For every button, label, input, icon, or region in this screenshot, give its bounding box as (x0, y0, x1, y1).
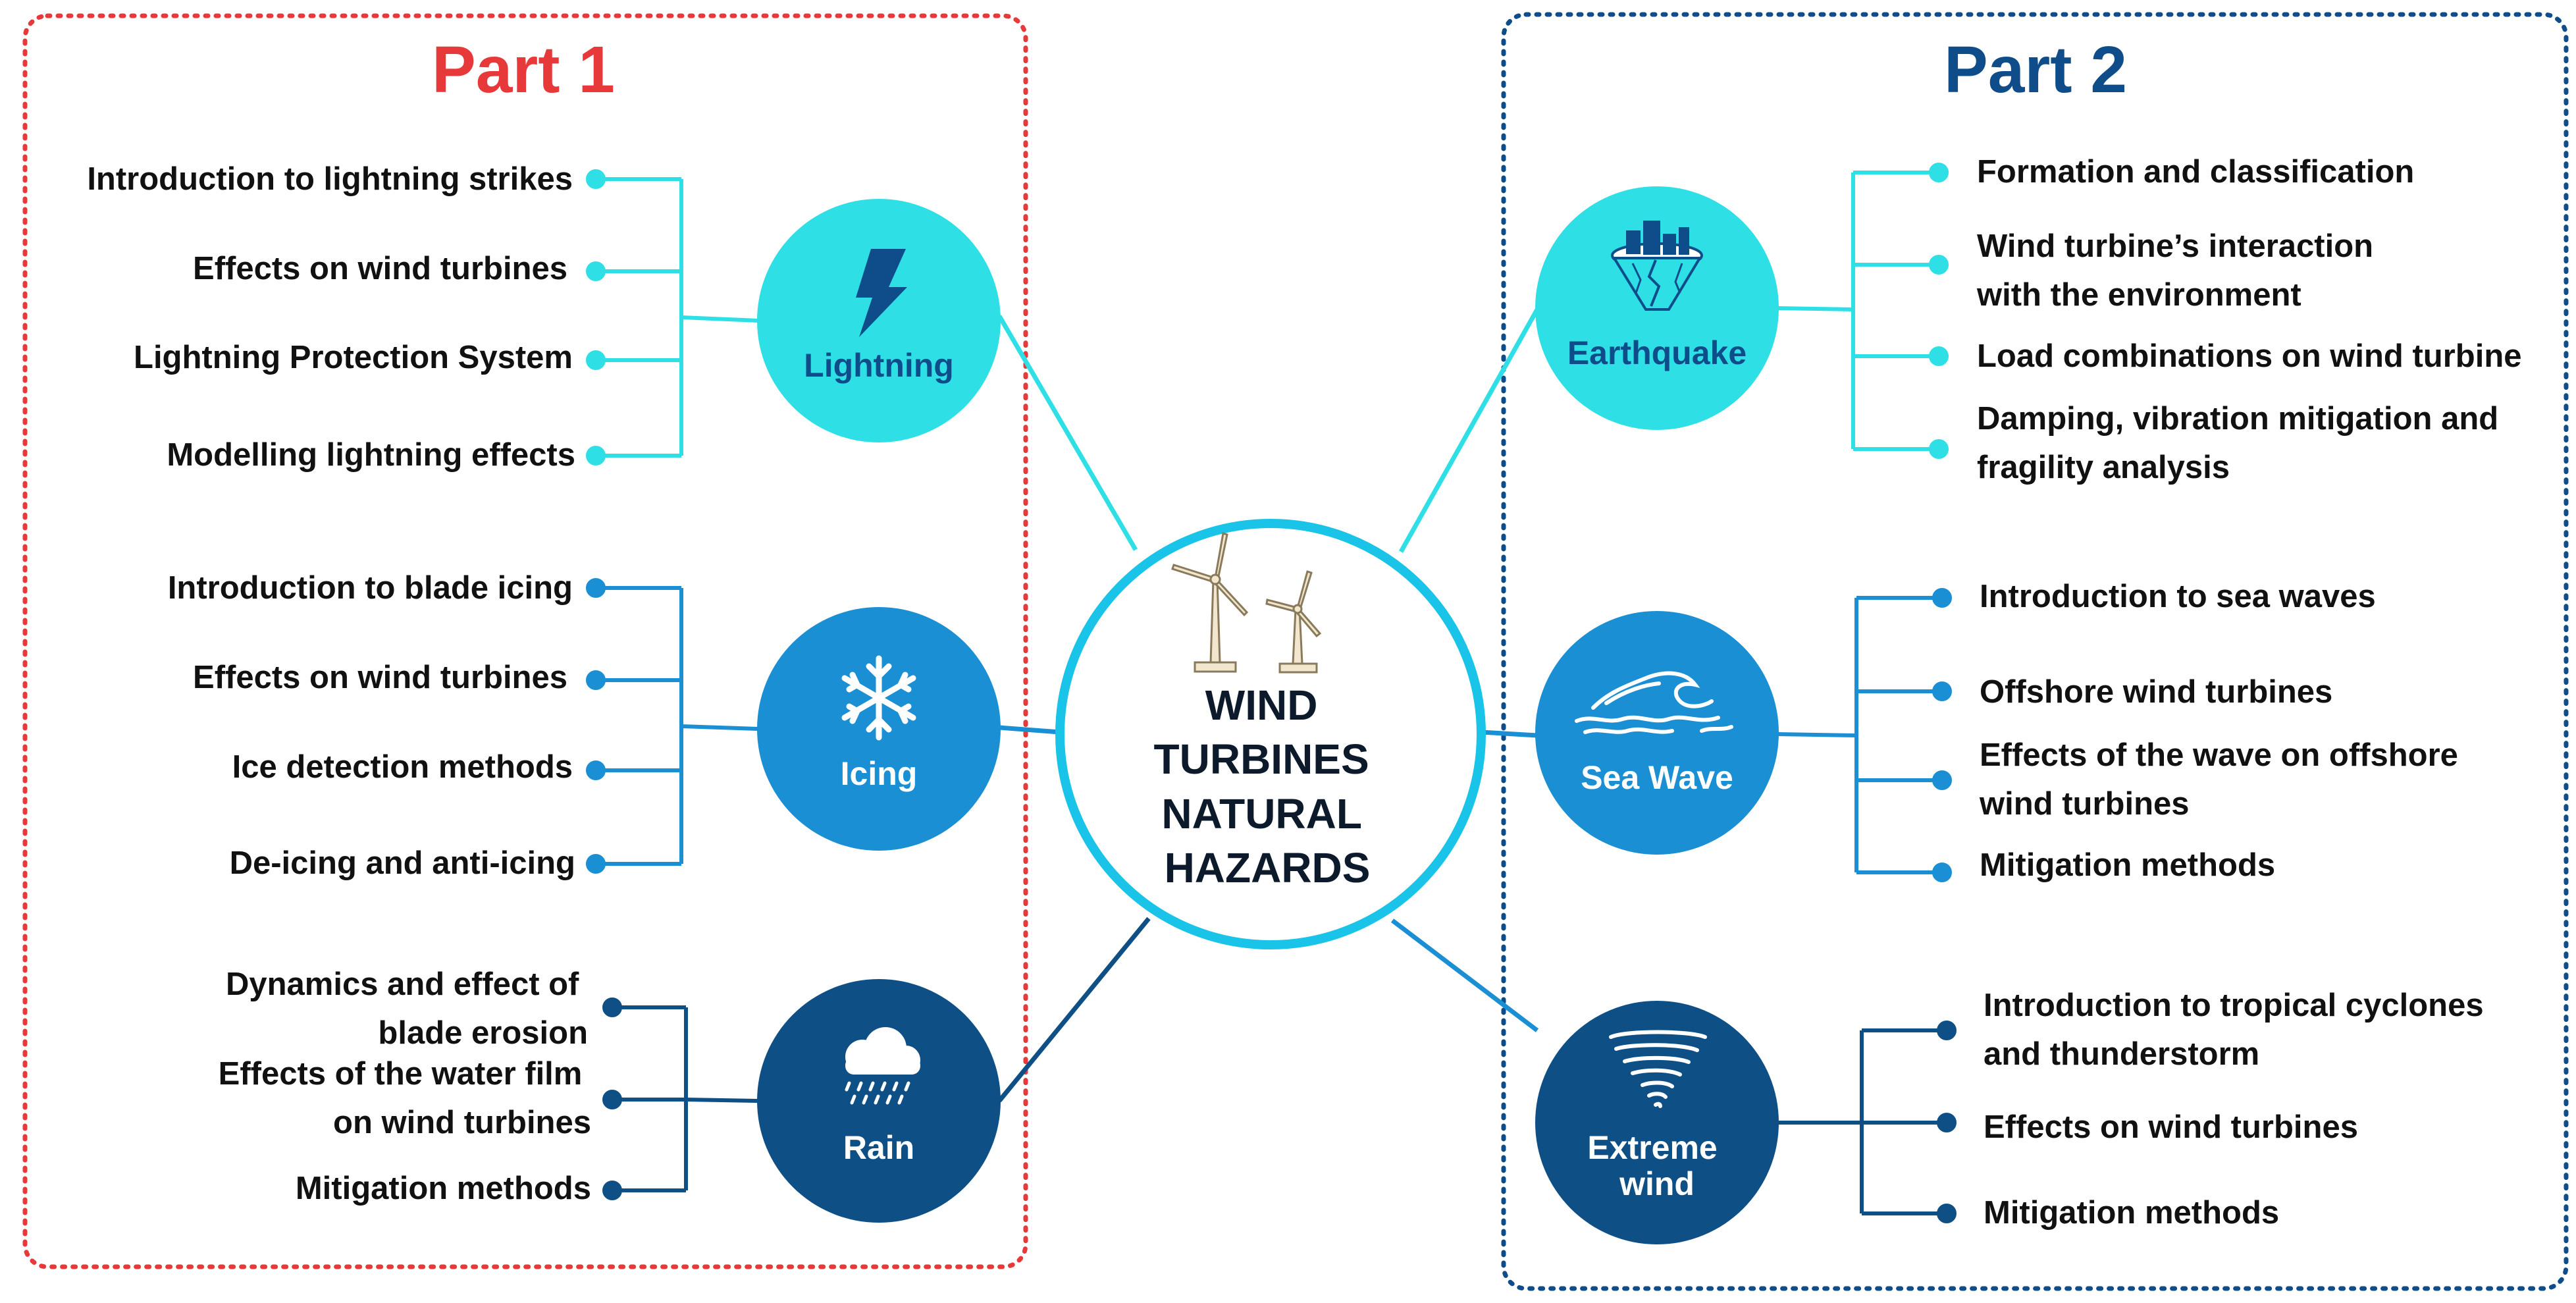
icing-item-4: De-icing and anti-icing (230, 845, 575, 881)
icing-item-3: Ice detection methods (232, 749, 573, 785)
extremewind-hub-label: Extreme wind (1587, 1129, 1726, 1202)
earthquake-branch (1777, 163, 1949, 459)
center-node[interactable]: WIND TURBINES NATURAL HAZARDS (1055, 519, 1486, 949)
earthquake-hub[interactable]: Earthquake (1535, 186, 1779, 430)
seawave-branch (1777, 588, 1952, 882)
icing-branch (586, 578, 759, 874)
icing-hub[interactable]: Icing (757, 607, 1001, 851)
center-connectors (997, 308, 1540, 1103)
lightning-item-3: Lightning Protection System (134, 340, 573, 375)
part2-title: Part 2 (1944, 33, 2127, 107)
rain-cloud-icon (845, 1027, 920, 1105)
sea-wave-icon (1575, 671, 1733, 734)
rain-item-1: Dynamics and effect of blade erosion (226, 967, 588, 1051)
earthquake-item-4: Damping, vibration mitigation and fragil… (1977, 401, 2508, 485)
rain-items: Dynamics and effect of blade erosion Eff… (219, 967, 591, 1206)
lightning-branch (586, 169, 759, 465)
part1-frame (22, 13, 1028, 1269)
lightning-hub[interactable]: Lightning (757, 199, 1001, 442)
rain-item-3: Mitigation methods (296, 1171, 591, 1206)
rain-hub[interactable]: Rain (757, 979, 1001, 1223)
tornado-icon (1609, 1030, 1707, 1108)
part1-title: Part 1 (432, 33, 615, 107)
icing-item-2: Effects on wind turbines (193, 660, 567, 695)
extremewind-branch (1777, 1021, 1957, 1223)
seawave-item-4: Mitigation methods (1980, 847, 2275, 883)
rain-branch (602, 997, 759, 1200)
seawave-item-2: Offshore wind turbines (1980, 674, 2332, 710)
lightning-item-1: Introduction to lightning strikes (87, 161, 573, 197)
lightning-bolt-icon (856, 249, 907, 337)
earthquake-items: Formation and classification Wind turbin… (1976, 154, 2522, 485)
seawave-item-1: Introduction to sea waves (1980, 579, 2376, 614)
earthquake-hub-label: Earthquake (1567, 334, 1747, 371)
part2-frame (1501, 12, 2569, 1291)
extremewind-item-1: Introduction to tropical cyclones and th… (1984, 988, 2492, 1072)
extremewind-item-3: Mitigation methods (1984, 1195, 2279, 1231)
earthquake-icon (1611, 221, 1703, 311)
center-title: WIND TURBINES NATURAL HAZARDS (1154, 681, 1381, 891)
extremewind-items: Introduction to tropical cyclones and th… (1984, 988, 2492, 1231)
earthquake-item-2: Wind turbine’s interaction with the envi… (1976, 228, 2382, 313)
seawave-hub-label: Sea Wave (1581, 759, 1733, 796)
wind-turbines-icon (1171, 532, 1322, 674)
seawave-hub[interactable]: Sea Wave (1535, 611, 1779, 855)
lightning-item-2: Effects on wind turbines (193, 251, 567, 286)
icing-item-1: Introduction to blade icing (168, 570, 573, 606)
rain-item-2: Effects of the water film on wind turbin… (219, 1056, 591, 1140)
extremewind-hub[interactable]: Extreme wind (1535, 1001, 1779, 1244)
lightning-items: Introduction to lightning strikes Effect… (87, 161, 575, 473)
seawave-item-3: Effects of the wave on offshore wind tur… (1979, 737, 2467, 822)
icing-items: Introduction to blade icing Effects on w… (168, 570, 575, 881)
extremewind-item-2: Effects on wind turbines (1984, 1109, 2358, 1145)
earthquake-item-3: Load combinations on wind turbine (1977, 338, 2522, 374)
icing-hub-label: Icing (841, 755, 918, 792)
lightning-hub-label: Lightning (804, 347, 954, 384)
seawave-items: Introduction to sea waves Offshore wind … (1979, 579, 2467, 883)
lightning-item-4: Modelling lightning effects (167, 437, 575, 473)
earthquake-item-1: Formation and classification (1977, 154, 2414, 190)
snowflake-icon (841, 655, 916, 741)
rain-hub-label: Rain (843, 1129, 914, 1166)
